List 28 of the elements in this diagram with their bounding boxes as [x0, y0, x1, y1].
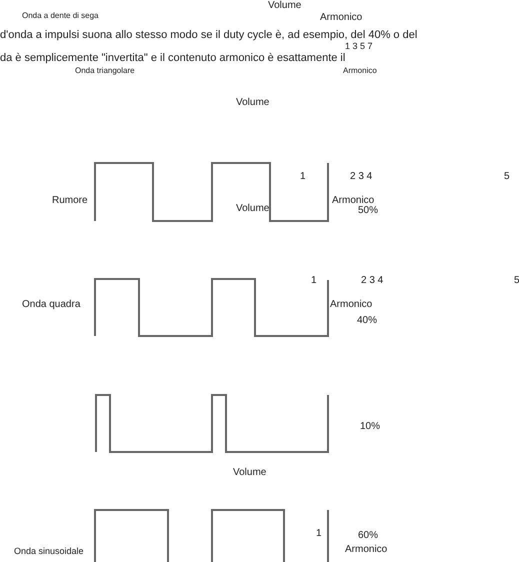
harmonic-number: 1	[316, 528, 322, 539]
axis-label: Volume	[233, 467, 266, 478]
harmonic-numbers: 2 3 4	[361, 275, 384, 286]
axis-label: Armonico	[343, 67, 377, 76]
harmonic-numbers: 2 3 4	[350, 171, 372, 182]
wave-label: Onda triangolare	[75, 67, 135, 76]
wave-label: Rumore	[52, 195, 88, 206]
wave-label: Onda quadra	[22, 299, 80, 310]
axis-label: Volume	[236, 203, 270, 214]
harmonic-number: 5	[504, 171, 510, 182]
axis-label: Volume	[268, 0, 302, 11]
axis-label: Armonico	[320, 12, 362, 23]
body-text: d'onda a impulsi suona allo stesso modo se il duty cycle è, ad esempio, del 40% o del	[0, 29, 418, 42]
axis-label: Armonico	[345, 544, 388, 555]
harmonic-numbers: 1 3 5 7	[345, 42, 373, 52]
duty-cycle-label: 40%	[357, 315, 378, 326]
harmonic-number: 1	[300, 171, 306, 182]
duty-cycle-label: 50%	[358, 205, 378, 216]
harmonic-number: 1	[311, 275, 317, 286]
axis-label: Armonico	[330, 299, 372, 310]
axis-label: Volume	[236, 97, 270, 108]
wave-label: Onda sinusoidale	[14, 547, 84, 557]
body-text: da è semplicemente "invertita" e il contenuto armonico è esattamente il	[0, 52, 346, 64]
wave-label: Onda a dente di sega	[22, 12, 99, 21]
harmonic-number: 5	[514, 275, 519, 286]
duty-cycle-label: 10%	[360, 421, 380, 432]
axis-label: Armonico	[332, 195, 374, 206]
duty-cycle-label: 60%	[358, 530, 378, 541]
